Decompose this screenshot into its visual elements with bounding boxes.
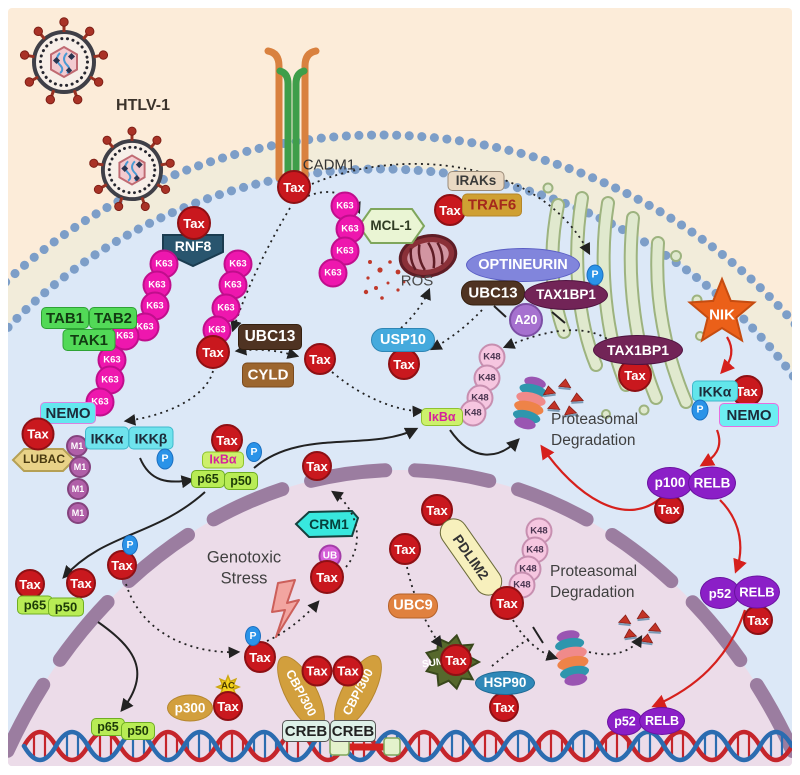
- tax-protein: Tax: [213, 691, 243, 721]
- proteasomal-degradation-cytoplasm: Proteasomal Degradation: [551, 410, 638, 452]
- ikba-box-k48: IκBα: [421, 408, 463, 426]
- ikkb-box: IKKβ: [128, 426, 174, 450]
- phospho-p: P: [156, 448, 174, 470]
- m1-ubiquitin: M1: [67, 478, 89, 500]
- relb-ellipse-dna: RELB: [639, 707, 685, 735]
- tax-protein: Tax: [196, 335, 230, 369]
- nik-star: [687, 276, 757, 343]
- crm1-label: CRM1: [309, 515, 349, 532]
- cyld-box: CYLD: [242, 362, 294, 388]
- p65-box: p65: [17, 595, 53, 615]
- crm1-shape: [294, 509, 360, 539]
- nucleus: [8, 463, 792, 766]
- k63-ubiquitin: K63: [318, 258, 348, 288]
- creb-box: CREB: [282, 720, 330, 742]
- m1-ubiquitin: M1: [69, 456, 91, 478]
- tax-protein: Tax: [332, 655, 364, 687]
- relb-ellipse: RELB: [688, 466, 736, 500]
- p50-box: p50: [224, 472, 258, 490]
- tax-protein: Tax: [107, 550, 137, 580]
- mcl1-label: MCL-1: [370, 218, 412, 234]
- tax-protein: Tax: [388, 348, 420, 380]
- tax-protein: Tax: [21, 417, 55, 451]
- phospho-p: P: [245, 626, 261, 646]
- tax-protein: Tax: [177, 206, 211, 240]
- mcl1-shape: [357, 208, 426, 244]
- acetyl-label: AC: [221, 680, 235, 692]
- p65-box-dna: p65: [91, 718, 125, 736]
- ros-particles: [363, 260, 406, 300]
- tax-protein: Tax: [244, 641, 276, 673]
- optineurin-ellipse: OPTINEURIN: [466, 248, 580, 282]
- nik-label: NIK: [709, 306, 735, 324]
- usp10-box: USP10: [371, 328, 435, 352]
- tax-protein: Tax: [304, 343, 336, 375]
- ubc9-box: UBC9: [388, 593, 438, 619]
- genotoxic-stress-label-2: Stress: [220, 569, 268, 588]
- phospho-p: P: [586, 264, 604, 286]
- dna-double-helix: [21, 729, 792, 763]
- p100-ellipse: p100: [647, 467, 693, 499]
- tab1-box: TAB1: [41, 307, 89, 329]
- tak1-box: TAK1: [62, 329, 116, 351]
- tax-protein: Tax: [302, 451, 332, 481]
- tax-protein: Tax: [489, 692, 519, 722]
- degradation-word: Degradation: [550, 583, 635, 601]
- lubac-label: LUBAC: [23, 452, 65, 467]
- traf6-box: TRAF6: [462, 193, 522, 217]
- tax-protein: Tax: [490, 586, 524, 620]
- ubc13-box-right: UBC13: [461, 280, 525, 306]
- phospho-p: P: [691, 399, 709, 421]
- proteasomal-word: Proteasomal: [550, 563, 638, 580]
- ikka-box-right: IKKα: [692, 380, 738, 402]
- ros-label: ROS: [400, 272, 434, 290]
- tax-protein: Tax: [66, 568, 96, 598]
- ikka-box-left: IKKα: [85, 426, 129, 450]
- tab2-box: TAB2: [89, 307, 137, 329]
- tax1bp1-ellipse-golgi: TAX1BP1: [593, 335, 683, 365]
- nemo-box-right: NEMO: [719, 403, 779, 427]
- tax-protein: Tax: [440, 644, 472, 676]
- phospho-p: P: [246, 442, 262, 462]
- genotoxic-stress-label-1: Genotoxic: [206, 548, 282, 567]
- ubc13-box-left: UBC13: [238, 324, 302, 350]
- p52-ellipse-dna: p52: [607, 708, 643, 736]
- tax-protein: Tax: [310, 560, 344, 594]
- virus-label: HTLV-1: [116, 96, 170, 114]
- ikba-box-complex: IκBα: [202, 451, 244, 469]
- rnf8-label: RNF8: [174, 237, 212, 254]
- hsp90-ellipse: HSP90: [475, 671, 535, 695]
- cadm1-receptor: [264, 47, 320, 182]
- nemo-box-left: NEMO: [40, 402, 96, 424]
- mitochondria: [398, 234, 458, 278]
- noncanonical-arrows: [540, 336, 747, 708]
- iraks-box: IRAKs: [447, 171, 505, 191]
- p50-box-dna: p50: [121, 722, 155, 740]
- relb-ellipse: RELB: [734, 575, 780, 609]
- tax-protein: Tax: [743, 605, 773, 635]
- phospho-p: P: [122, 535, 138, 555]
- k63-ubiquitin: K63: [142, 270, 172, 300]
- k48-ubiquitin: K48: [459, 399, 487, 427]
- p50-box: p50: [48, 597, 84, 617]
- m1-ubiquitin: M1: [67, 502, 89, 524]
- tax-protein: Tax: [15, 569, 45, 599]
- p52-ellipse: p52: [700, 577, 740, 609]
- tax-protein: Tax: [277, 170, 311, 204]
- creb-box: CREB: [330, 720, 376, 742]
- degradation-word: Degradation: [551, 431, 636, 449]
- a20-circle: A20: [509, 303, 543, 337]
- tax-protein: Tax: [301, 655, 333, 687]
- rnf8-shape: [162, 234, 224, 268]
- k63-ubiquitin: K63: [95, 365, 125, 395]
- cadm1-label: CADM1: [302, 156, 356, 174]
- plasma-membrane: [8, 130, 792, 766]
- p300-ellipse: p300: [167, 694, 213, 722]
- genotoxic-lightning: [271, 579, 300, 638]
- proteasomal-word: Proteasomal: [551, 411, 639, 428]
- proteasomal-degradation-nucleus: Proteasomal Degradation: [550, 562, 637, 604]
- p65-box: p65: [191, 470, 225, 488]
- activation-arrows: [62, 305, 566, 713]
- tax-protein: Tax: [389, 533, 421, 565]
